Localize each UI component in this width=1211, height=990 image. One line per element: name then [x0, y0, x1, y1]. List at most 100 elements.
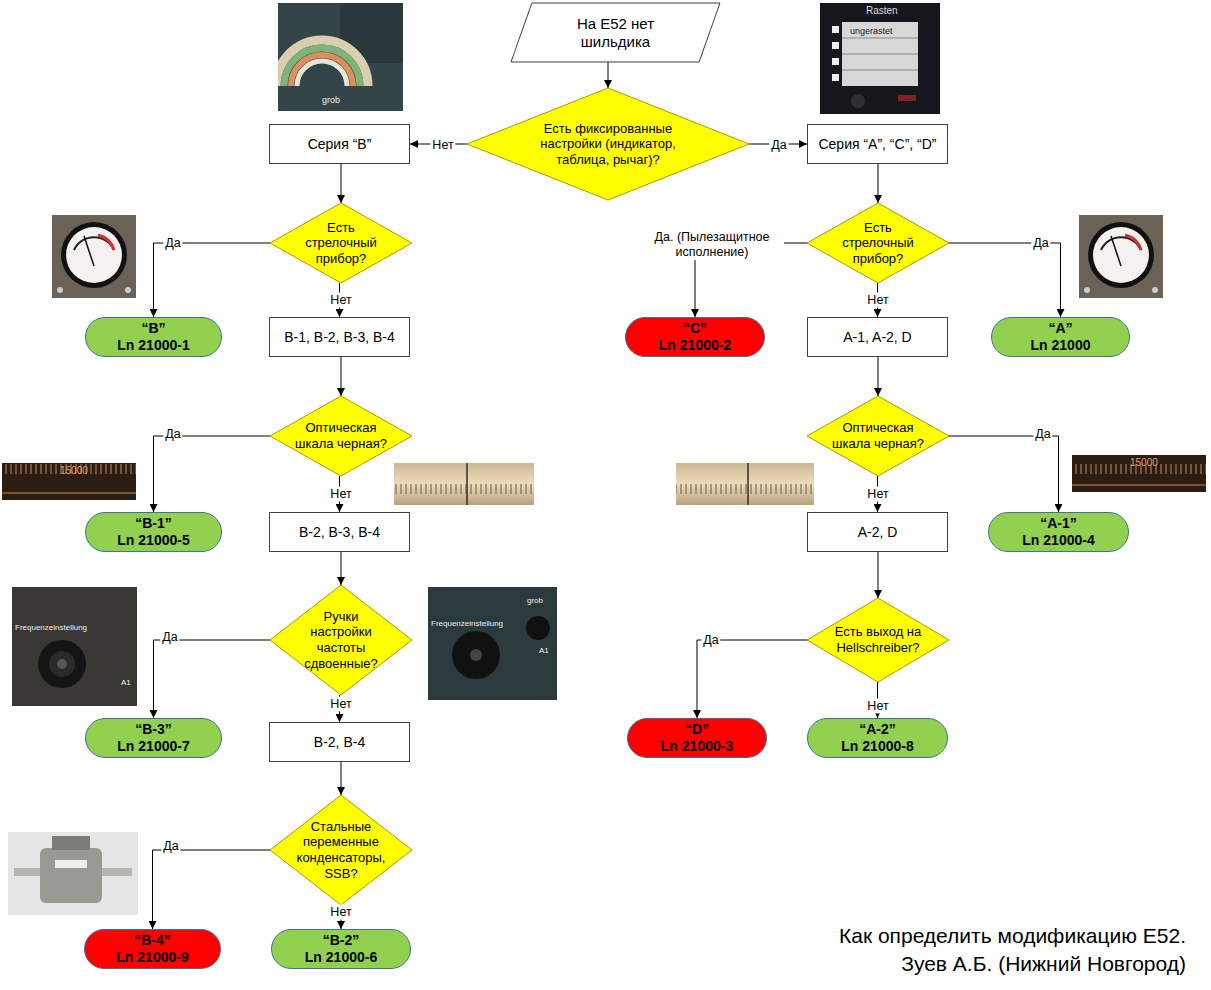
parallelogram-outline	[511, 3, 720, 62]
decision-diamond: Есть стрелочный прибор?	[807, 203, 949, 283]
edge-label: Нет	[865, 487, 890, 502]
terminal-screw	[1152, 287, 1158, 293]
node-label: Серия “A”, “C”, “D”	[818, 136, 936, 153]
diagram-caption: Как определить модификацию Е52. Зуев А.Б…	[806, 922, 1186, 978]
diamond-outline	[270, 203, 412, 283]
scale-ticks	[676, 463, 814, 505]
node-text-group: “A”Ln 21000	[1031, 320, 1091, 354]
single-knob-photo	[428, 587, 557, 700]
node-label: На Е52 нет шильдика	[556, 15, 676, 51]
photo-background	[8, 832, 138, 915]
node-label: “B”	[117, 320, 189, 337]
edge-label: Да	[163, 427, 182, 442]
meter-needle	[1111, 236, 1121, 266]
node-label: “A”	[1031, 320, 1091, 337]
node-text-group: “D”Ln 21000-3	[661, 721, 733, 755]
dial-band	[284, 48, 360, 86]
photo-inscription: A1	[539, 647, 549, 655]
flow-arrow	[154, 640, 271, 718]
diamond-outline	[807, 396, 949, 476]
light-scale-photo	[394, 463, 534, 505]
flow-arrow	[341, 164, 342, 203]
dial-photo	[278, 3, 403, 111]
node-text-group: Оптическая шкала черная?	[828, 420, 928, 451]
node-label: Есть фиксированные настройки (индикатор,…	[513, 121, 703, 168]
capacitor-bracket	[52, 836, 90, 850]
node-label: B-1, B-2, B-3, B-4	[284, 329, 394, 346]
tuning-knob	[38, 640, 86, 688]
terminal-screw	[1084, 287, 1090, 293]
table-rule	[842, 70, 918, 71]
edge-label: Нет	[328, 487, 353, 502]
node-text-group: “A-2”Ln 21000-8	[841, 721, 913, 755]
photo-inscription: 15000	[1130, 458, 1158, 468]
flow-arrow	[154, 243, 271, 317]
node-text-group: Ручки настройки частоты сдвоенные?	[301, 609, 381, 671]
start-parallelogram: На Е52 нет шильдика	[511, 3, 720, 62]
meter-photo	[52, 215, 136, 298]
node-text-group: На Е52 нет шильдика	[556, 15, 676, 51]
result-terminal: “B-4”Ln 21000-9	[84, 929, 221, 969]
black-scale-photo	[1072, 455, 1206, 492]
process-box: Серия “A”, “C”, “D”	[807, 124, 948, 164]
meter-photo	[1079, 215, 1163, 298]
meter-needle	[84, 236, 94, 266]
edge-label: Нет	[865, 293, 890, 308]
node-label: Ln 21000	[1031, 337, 1091, 354]
photo-background	[1079, 215, 1163, 298]
node-text-group: B-2, B-4	[314, 734, 365, 751]
flow-arrow	[878, 164, 879, 203]
decision-diamond: Стальные переменные конденсаторы, SSB?	[270, 795, 412, 905]
node-text-group: Стальные переменные конденсаторы, SSB?	[294, 819, 389, 881]
node-label: Ln 21000-4	[1022, 532, 1094, 549]
scale-ticks	[2, 463, 136, 500]
photo-background	[676, 463, 814, 505]
node-label: Ln 21000-1	[117, 337, 189, 354]
node-label: A-1, A-2, D	[843, 329, 911, 346]
decision-diamond: Оптическая шкала черная?	[270, 396, 412, 476]
photo-inscription: Frequenzeinstellung	[15, 624, 87, 632]
meter-face	[1093, 227, 1149, 283]
edge-label: Нет	[328, 293, 353, 308]
result-terminal: “C”Ln 21000-2	[625, 317, 765, 357]
photo-inscription: grob	[322, 96, 340, 105]
result-terminal: “B-1”Ln 21000-5	[85, 512, 222, 552]
photo-inscription: Rasten	[866, 6, 898, 16]
flow-arrow	[608, 62, 609, 88]
meter-bezel	[61, 222, 127, 288]
light-scale-photo	[676, 463, 814, 505]
node-label: “D”	[661, 721, 733, 738]
table-rule	[842, 38, 918, 39]
photo-background	[12, 587, 137, 706]
edge-label: Да	[1033, 427, 1052, 442]
edge-label: Да	[160, 630, 179, 645]
panel-marking	[898, 95, 916, 101]
table-screen	[842, 22, 918, 86]
process-box: A-2, D	[807, 512, 948, 552]
tuning-knob	[452, 631, 500, 679]
photo-inscription: ungerastet	[850, 27, 893, 36]
capacitor-photo	[8, 832, 138, 915]
result-terminal: “B-2”Ln 21000-6	[271, 929, 411, 969]
node-label: “A-2”	[841, 721, 913, 738]
node-text-group: Серия “A”, “C”, “D”	[818, 136, 936, 153]
node-text-group: “B-2”Ln 21000-6	[305, 932, 377, 966]
edge-label: Да	[161, 839, 180, 854]
node-text-group: Оптическая шкала черная?	[291, 420, 391, 451]
photo-background	[394, 463, 534, 505]
black-scale-photo	[2, 463, 136, 500]
process-box: Серия “B”	[269, 124, 410, 164]
photo-background	[1072, 455, 1206, 492]
edge-label: Да	[1031, 236, 1050, 251]
edge-label: Нет	[328, 697, 353, 712]
flow-arrow	[341, 762, 342, 795]
flow-arrow	[949, 436, 1059, 512]
node-label: Есть стрелочный прибор?	[301, 220, 381, 267]
process-box: B-1, B-2, B-3, B-4	[269, 317, 410, 357]
node-text-group: B-1, B-2, B-3, B-4	[284, 329, 394, 346]
scale-ticks	[394, 463, 534, 505]
indicator-square	[832, 58, 839, 65]
terminal-screw	[125, 287, 131, 293]
